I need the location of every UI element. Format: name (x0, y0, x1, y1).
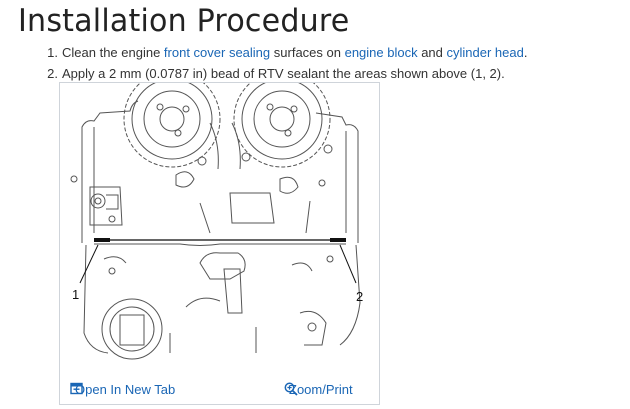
engine-front-cover-illustration: 1 2 (70, 83, 363, 360)
step-text: Clean the engine (62, 45, 164, 60)
cylinder-head-link[interactable]: cylinder head (446, 45, 524, 60)
step-number: 2. (47, 66, 58, 81)
zoom-print-button[interactable]: Zoom/Print (284, 382, 353, 397)
open-in-new-tab-button[interactable]: Open In New Tab (70, 382, 175, 397)
step-1: 1. Clean the engine front cover sealing s… (40, 42, 527, 63)
zoom-print-label: Zoom/Print (289, 382, 353, 397)
step-text: Apply a 2 mm (0.0787 in) bead of RTV sea… (62, 66, 505, 81)
figure-toolbar: Open In New Tab Zoom/Print (60, 378, 379, 404)
page-title: Installation Procedure (18, 3, 350, 39)
step-2: 2. Apply a 2 mm (0.0787 in) bead of RTV s… (40, 63, 527, 84)
step-text: surfaces on (270, 45, 345, 60)
step-text: and (417, 45, 447, 60)
engine-diagram-figure[interactable]: 1 2 Open In New Tab Zoom/Print (59, 82, 380, 405)
step-text: . (523, 45, 528, 60)
open-in-new-tab-label: Open In New Tab (75, 382, 176, 397)
procedure-steps: 1. Clean the engine front cover sealing s… (40, 42, 527, 84)
step-number: 1. (47, 45, 58, 60)
front-cover-sealing-link[interactable]: front cover sealing (163, 45, 271, 60)
callout-1-label: 1 (72, 287, 79, 302)
callout-2-label: 2 (356, 289, 363, 304)
engine-block-link[interactable]: engine block (344, 45, 418, 60)
